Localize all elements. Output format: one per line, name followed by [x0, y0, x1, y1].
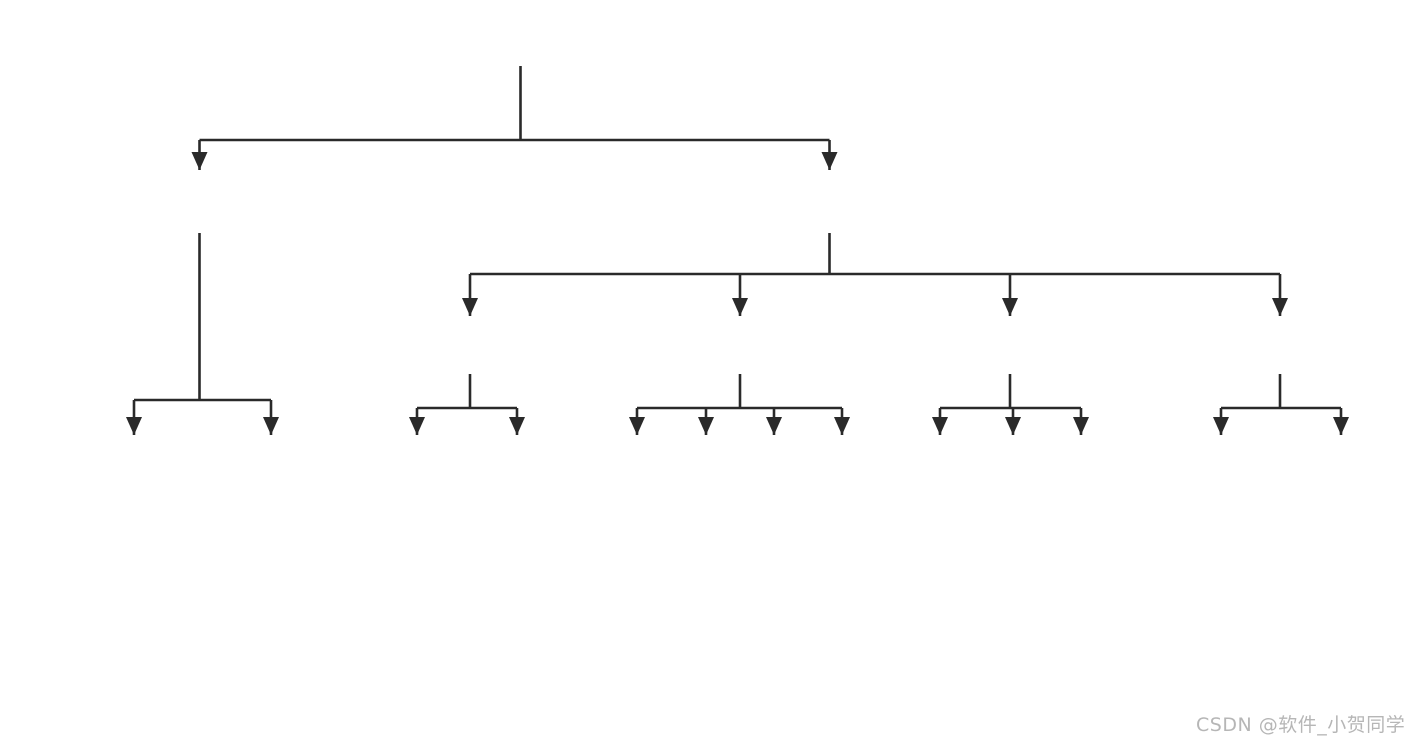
arrow-head-icon [1213, 417, 1229, 435]
arrow-head-icon [1272, 298, 1288, 316]
csdn-watermark: CSDN @软件_小贺同学 [1196, 714, 1405, 736]
connector-group-book-management [462, 233, 1288, 316]
connector-group-borrow-record [1213, 374, 1349, 435]
arrow-head-icon [834, 417, 850, 435]
arrow-head-icon [462, 298, 478, 316]
arrow-head-icon [1005, 417, 1021, 435]
arrow-head-icon [821, 152, 838, 170]
arrow-head-icon [1073, 417, 1089, 435]
arrow-head-icon [698, 417, 714, 435]
arrow-head-icon [932, 417, 948, 435]
arrow-head-icon [629, 417, 645, 435]
connector-group-current-borrow [932, 374, 1089, 435]
arrow-head-icon [766, 417, 782, 435]
arrow-head-icon [263, 417, 279, 435]
connector-group-book-borrow [629, 374, 850, 435]
connector-group-user-login [126, 233, 279, 435]
arrow-head-icon [1002, 298, 1018, 316]
connector-group-new-book-recommend [409, 374, 525, 435]
arrow-head-icon [126, 417, 142, 435]
arrow-head-icon [509, 417, 525, 435]
arrow-head-icon [1333, 417, 1349, 435]
arrow-head-icon [191, 152, 208, 170]
arrow-head-icon [409, 417, 425, 435]
connector-group-root [191, 66, 838, 170]
connector-layer [126, 66, 1349, 435]
arrow-head-icon [732, 298, 748, 316]
